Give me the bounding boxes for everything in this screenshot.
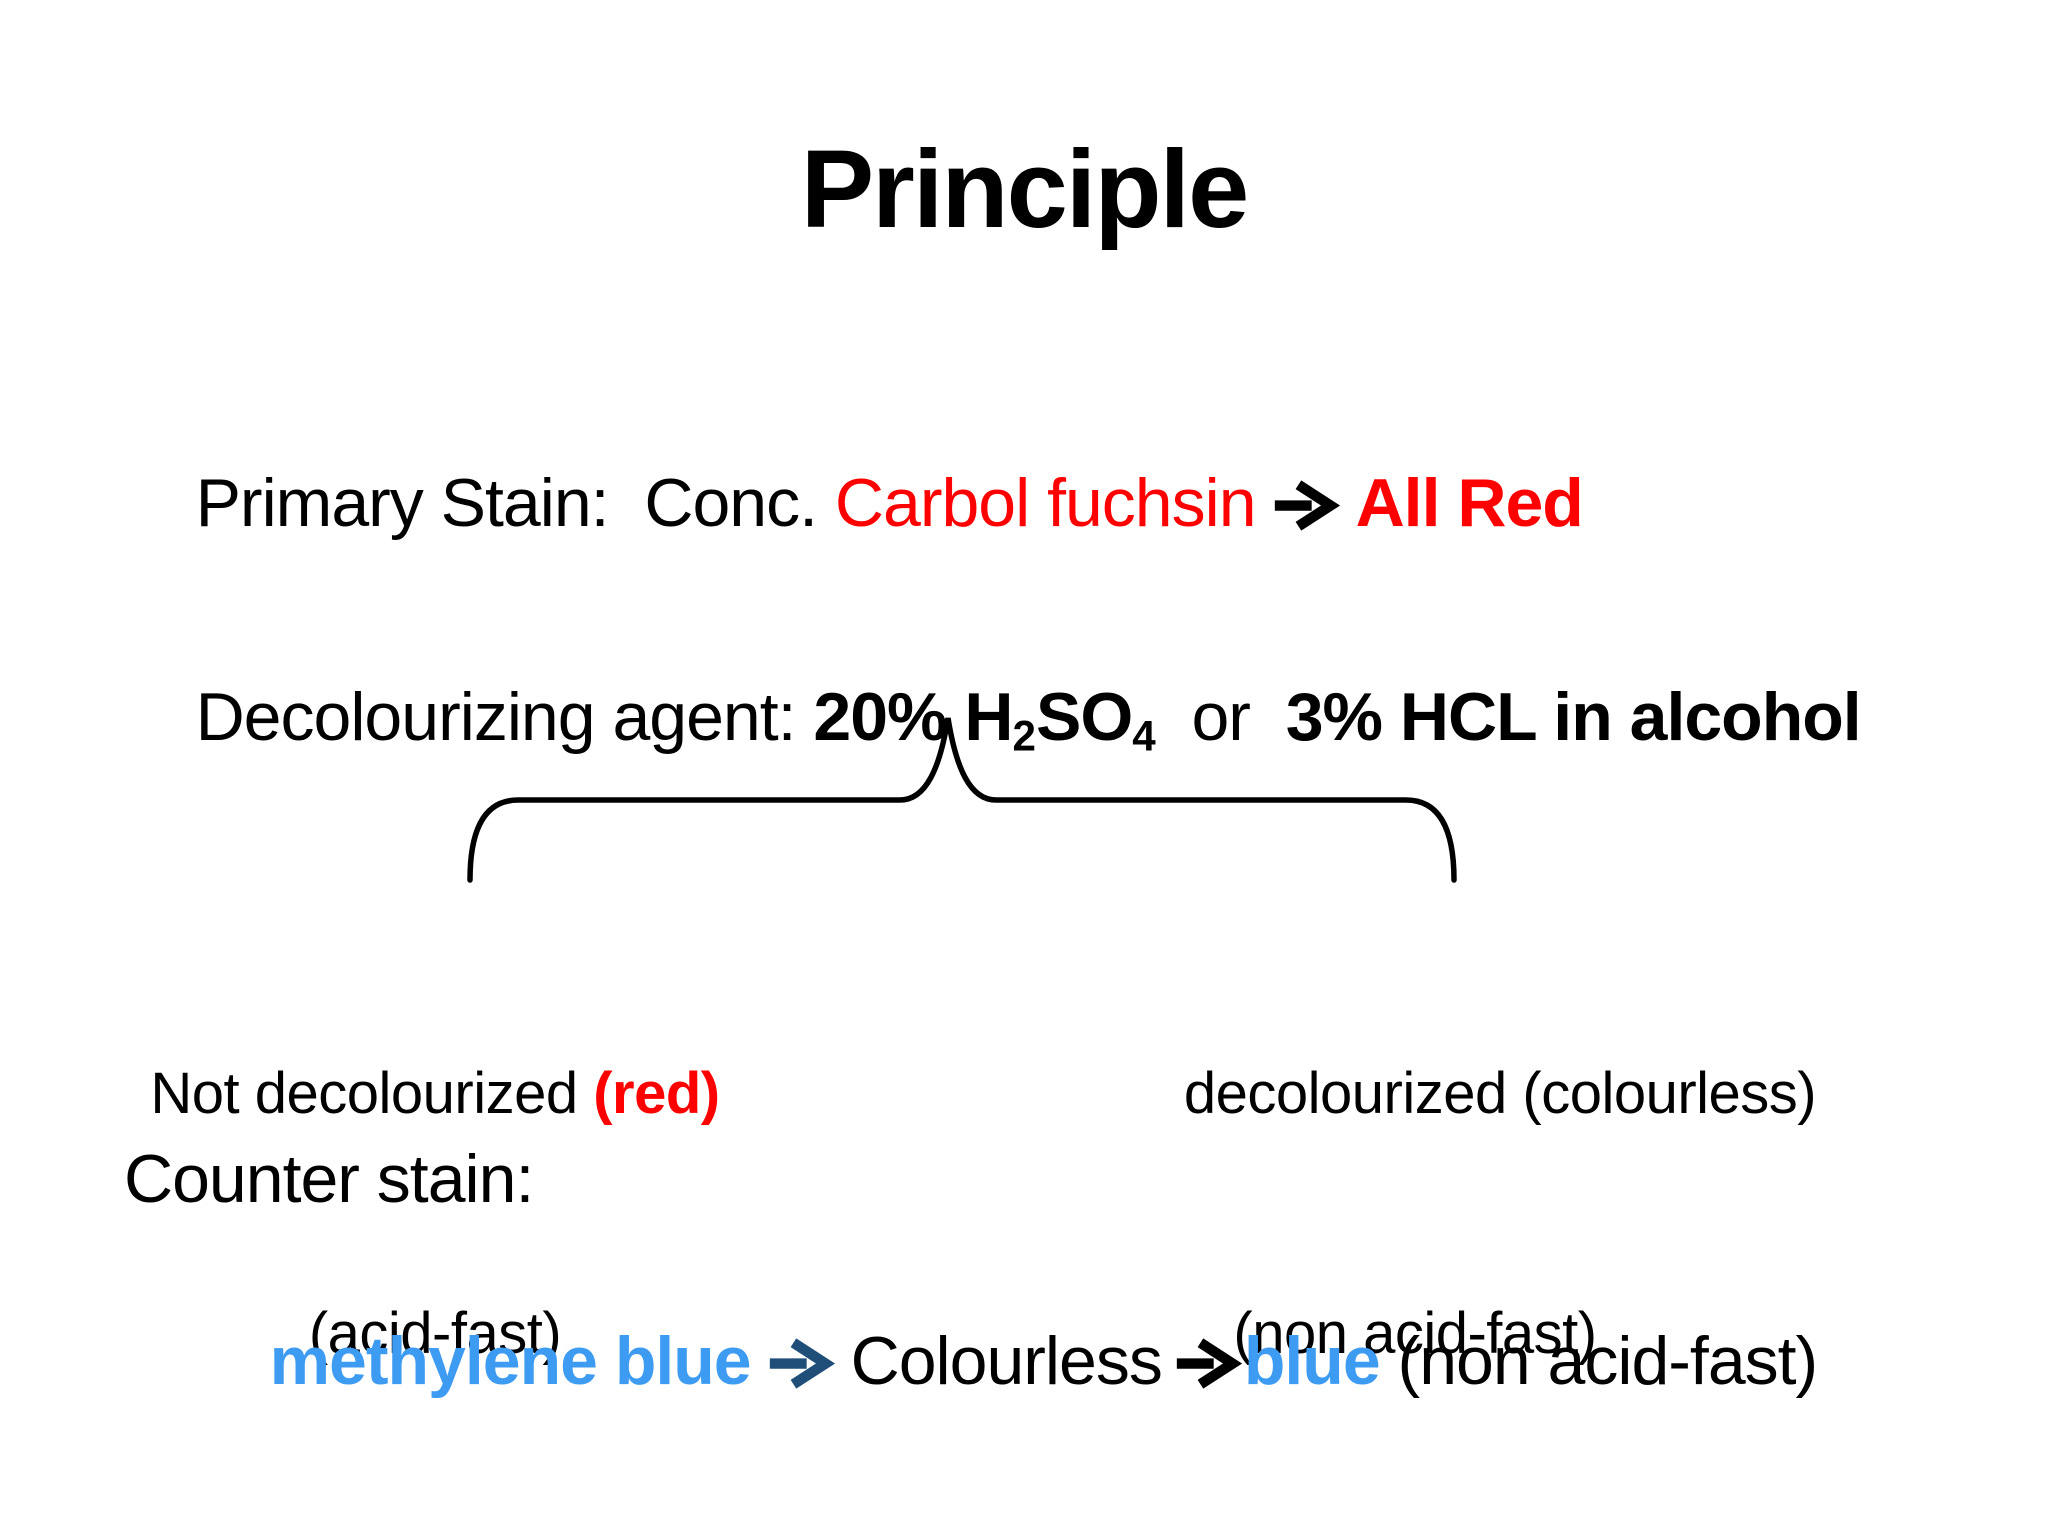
branch-right-line1: decolourized (colourless)	[1183, 1061, 1817, 1127]
branch-left-highlight: (red)	[593, 1061, 720, 1127]
colourless-step: Colourless	[850, 1323, 1163, 1400]
arrow-right-icon	[1174, 1323, 1242, 1399]
blue-step: blue	[1243, 1323, 1381, 1400]
arrow-right-icon	[767, 1323, 835, 1399]
counter-stain-label: Counter stain:	[124, 1141, 534, 1217]
primary-stain-line: Primary Stain: Conc. Carbol fuchsin All R…	[124, 386, 1584, 621]
non-acid-fast-suffix: (non acid-fast)	[1379, 1323, 1819, 1400]
subscript-2: 2	[1012, 712, 1036, 760]
agent1-formula-so: SO	[1035, 679, 1133, 756]
primary-stain-name: Carbol fuchsin	[834, 465, 1257, 542]
branch-left-text: Not decolourized	[150, 1061, 594, 1127]
branch-left-line1: Not decolourized (red)	[90, 1054, 780, 1134]
arrow-right-icon	[1272, 465, 1340, 541]
subscript-4: 4	[1132, 712, 1156, 760]
slide-title: Principle	[800, 128, 1250, 251]
decolourizing-agent1: 20% H2SO4	[813, 679, 1155, 760]
agent1-formula-h: 20% H	[813, 679, 1013, 756]
branch-right-line2: (non acid-fast)	[1233, 1301, 1597, 1367]
decolourizing-agent2: 3% HCL in alcohol	[1285, 679, 1862, 756]
branch-left: Not decolourized (red) (acid-fast)	[90, 894, 780, 1534]
or-conjunction: or	[1155, 679, 1286, 756]
decolourizing-label: Decolourizing agent:	[195, 679, 814, 756]
primary-stain-result: All Red	[1355, 465, 1584, 542]
branch-right: decolourized (colourless) (non acid-fast…	[1095, 894, 1905, 1534]
counter-stain-name: methylene blue	[269, 1323, 752, 1400]
branch-left-line2: (acid-fast)	[308, 1301, 562, 1367]
counter-stain-line: methylene blue Colourless blue (non acid-f…	[198, 1244, 1819, 1479]
decolourizing-line: Decolourizing agent: 20% H2SO4 or 3% HCL…	[124, 600, 1862, 839]
split-brace	[467, 717, 1457, 883]
primary-stain-label: Primary Stain: Conc.	[195, 465, 835, 542]
